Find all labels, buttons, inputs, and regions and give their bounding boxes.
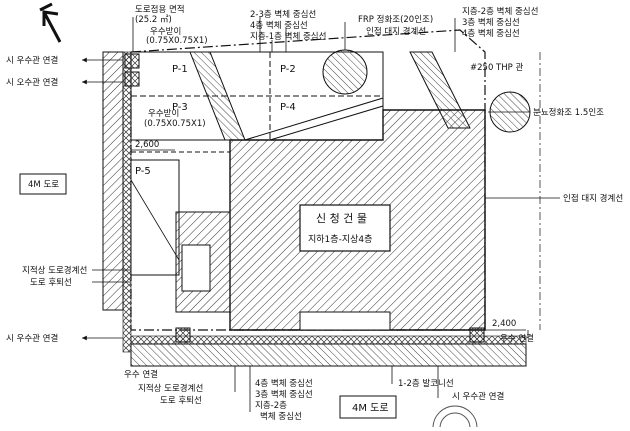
label-p3: P-3 [172, 102, 188, 113]
label-wall-23: 2-3층 벽체 중심선 [250, 9, 316, 20]
seal-stamp-icon [432, 405, 478, 431]
label-city-storm-bottom-left: 시 우수관 연결 [6, 333, 58, 344]
road-bottom-box [339, 395, 397, 419]
label-catch-basin-mid: 우수받이 [148, 108, 179, 119]
label-wall-b1-1: 지층-1층 벽체 중심선 [250, 31, 326, 42]
label-catch-basin-top: 우수받이 [150, 26, 181, 37]
bottom-road-hatch [130, 343, 527, 367]
label-road-setback-1: 도로 후퇴선 [30, 278, 72, 288]
label-p5: P-5 [135, 166, 151, 177]
label-hand-tank: 분뇨정화조 1.5인조 [533, 107, 604, 118]
label-storm-bottom-right: 우수 연결 [500, 333, 534, 344]
catch-basin-top [124, 53, 140, 69]
p5-zone [130, 159, 180, 276]
leader-lines [82, 17, 560, 412]
label-balcony-line: 1-2층 발코니선 [398, 378, 454, 389]
label-city-storm-left: 시 우수관 연결 [6, 55, 58, 66]
left-road-hatch [102, 51, 124, 311]
catch-basin-bottom [175, 327, 191, 343]
label-neighbor-right: 인접 대지 경계선 [563, 193, 623, 204]
ramp-line [244, 97, 384, 141]
bottom-road-strip [130, 335, 527, 345]
label-wall-4-bottom: 4층 벽체 중심선 [255, 378, 313, 389]
label-road-boundary-1: 지적상 도로경계선 [22, 265, 87, 276]
road-left-box [19, 173, 67, 195]
label-wall-b2-bottom-2: 벽체 중심선 [260, 411, 302, 422]
balcony-box [299, 311, 391, 331]
label-sewer-area: 도로점용 면적 [135, 4, 185, 15]
building-floors: 지하1층-지상4층 [308, 234, 372, 245]
label-neighbor-top: 인접 대지 경계선 [366, 26, 426, 37]
stair-core-inner [181, 244, 211, 292]
label-sewer-area-value: (25.2 ㎡) [135, 15, 172, 25]
building-title-box [299, 204, 391, 252]
label-wall-b2-3-right: 지층-2층 벽체 중심선 [462, 6, 538, 17]
site-boundary [130, 29, 486, 331]
ramp-line-2 [269, 105, 384, 141]
label-p2: P-2 [280, 64, 296, 75]
north-arrow-icon [39, 2, 62, 43]
p5-diag [130, 179, 180, 261]
label-wall-b2-bottom: 지층-2층 [255, 401, 287, 411]
catch-basin-right [469, 327, 485, 343]
left-setback-strip [122, 51, 132, 353]
label-wall-3-bottom: 3층 벽체 중심선 [255, 389, 313, 400]
label-wall-4-top: 4층 벽체 중심선 [250, 20, 308, 31]
label-city-sewer-left: 시 오수관 연결 [6, 77, 58, 88]
label-dim-2400: 2,400 [492, 319, 516, 329]
frp-tank [322, 49, 368, 95]
label-road-4m-bottom: 4M 도로 [352, 403, 389, 414]
label-rain-connect: 우수 연결 [124, 369, 158, 380]
label-road-setback-2: 도로 후퇴선 [160, 396, 202, 406]
catch-basin-mid [124, 71, 140, 87]
label-catch-basin-mid-size: (0.75X0.75X1) [144, 119, 206, 129]
label-dim-2600: 2,600 [135, 140, 159, 150]
label-road-4m-left: 4M 도로 [28, 180, 59, 190]
label-thp: #250 THP 관 [470, 62, 523, 73]
label-p4: P-4 [280, 102, 296, 113]
label-city-storm-bottom: 시 우수관 연결 [452, 391, 504, 402]
label-p1: P-1 [172, 64, 188, 75]
label-wall-3-right: 3층 벽체 중심선 [462, 17, 520, 28]
label-road-boundary-2: 지적상 도로경계선 [138, 383, 203, 394]
label-frp-tank: FRP 정화조(20인조) [358, 14, 433, 25]
label-catch-basin-top-size: (0.75X0.75X1) [146, 36, 208, 46]
label-wall-4-right: 4층 벽체 중심선 [462, 28, 520, 39]
building-title: 신 청 건 물 [316, 212, 367, 225]
